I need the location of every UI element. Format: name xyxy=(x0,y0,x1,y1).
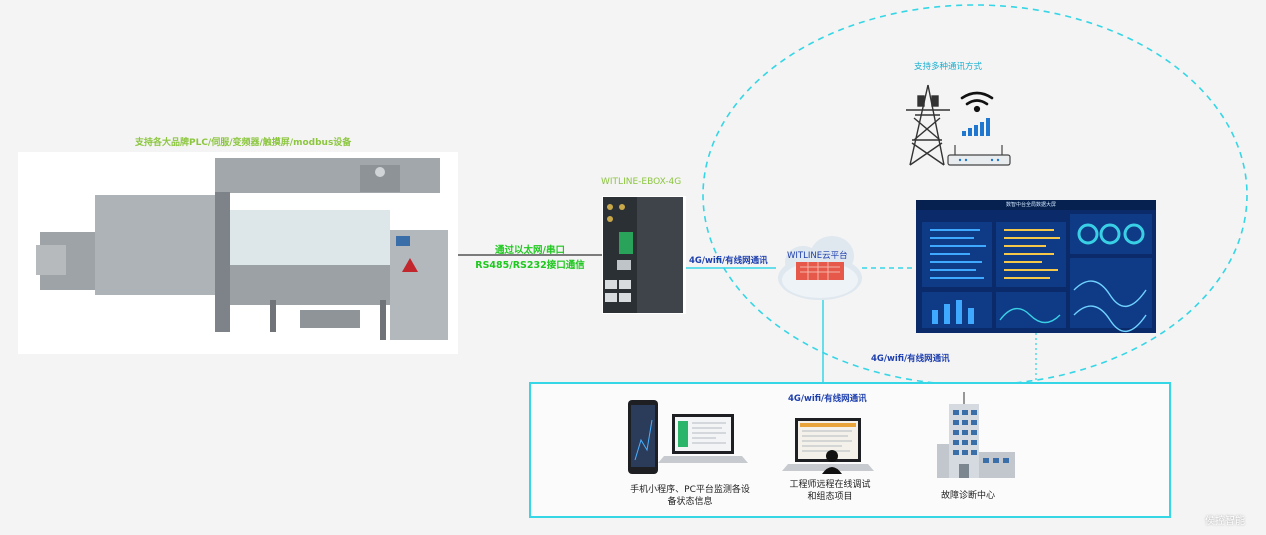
production-machine-image xyxy=(18,152,458,354)
phone-icon xyxy=(628,400,658,474)
plc-support-label: 支持各大品牌PLC/伺服/变频器/触摸屏/modbus设备 xyxy=(135,135,351,148)
router-icon xyxy=(948,145,1010,165)
link-label-line2: RS485/RS232接口通信 xyxy=(462,257,598,271)
gateway-device-image xyxy=(602,196,686,314)
net-lower-label: 4G/wifi/有线网通讯 xyxy=(871,352,950,364)
diagnosis-label: 故障诊断中心 xyxy=(920,488,1016,501)
device-name-label: WITLINE-EBOX-4G xyxy=(601,177,681,187)
cloud-name-label: WITLINE云平台 xyxy=(787,249,848,261)
wifi-icon xyxy=(962,93,992,111)
cloud-platform-icon xyxy=(778,236,862,300)
engineer-laptop-icon xyxy=(782,418,874,474)
cell-tower-icon xyxy=(906,85,950,165)
signal-bars-icon xyxy=(962,118,990,136)
dashboard-title: 数智中台全局数据大屏 xyxy=(1006,201,1056,208)
engineer-label-line2: 和组态项目 xyxy=(770,489,890,502)
net-box-label: 4G/wifi/有线网通讯 xyxy=(788,392,867,404)
monitor-label-line2: 备状态信息 xyxy=(600,494,780,507)
comm-modes-label: 支持多种通讯方式 xyxy=(914,60,982,72)
watermark: 侯控智能 xyxy=(1205,512,1245,527)
data-dashboard-screen xyxy=(916,200,1156,333)
link-label-line1: 通过以太网/串口 xyxy=(462,242,598,256)
net-left-label: 4G/wifi/有线网通讯 xyxy=(689,254,768,266)
